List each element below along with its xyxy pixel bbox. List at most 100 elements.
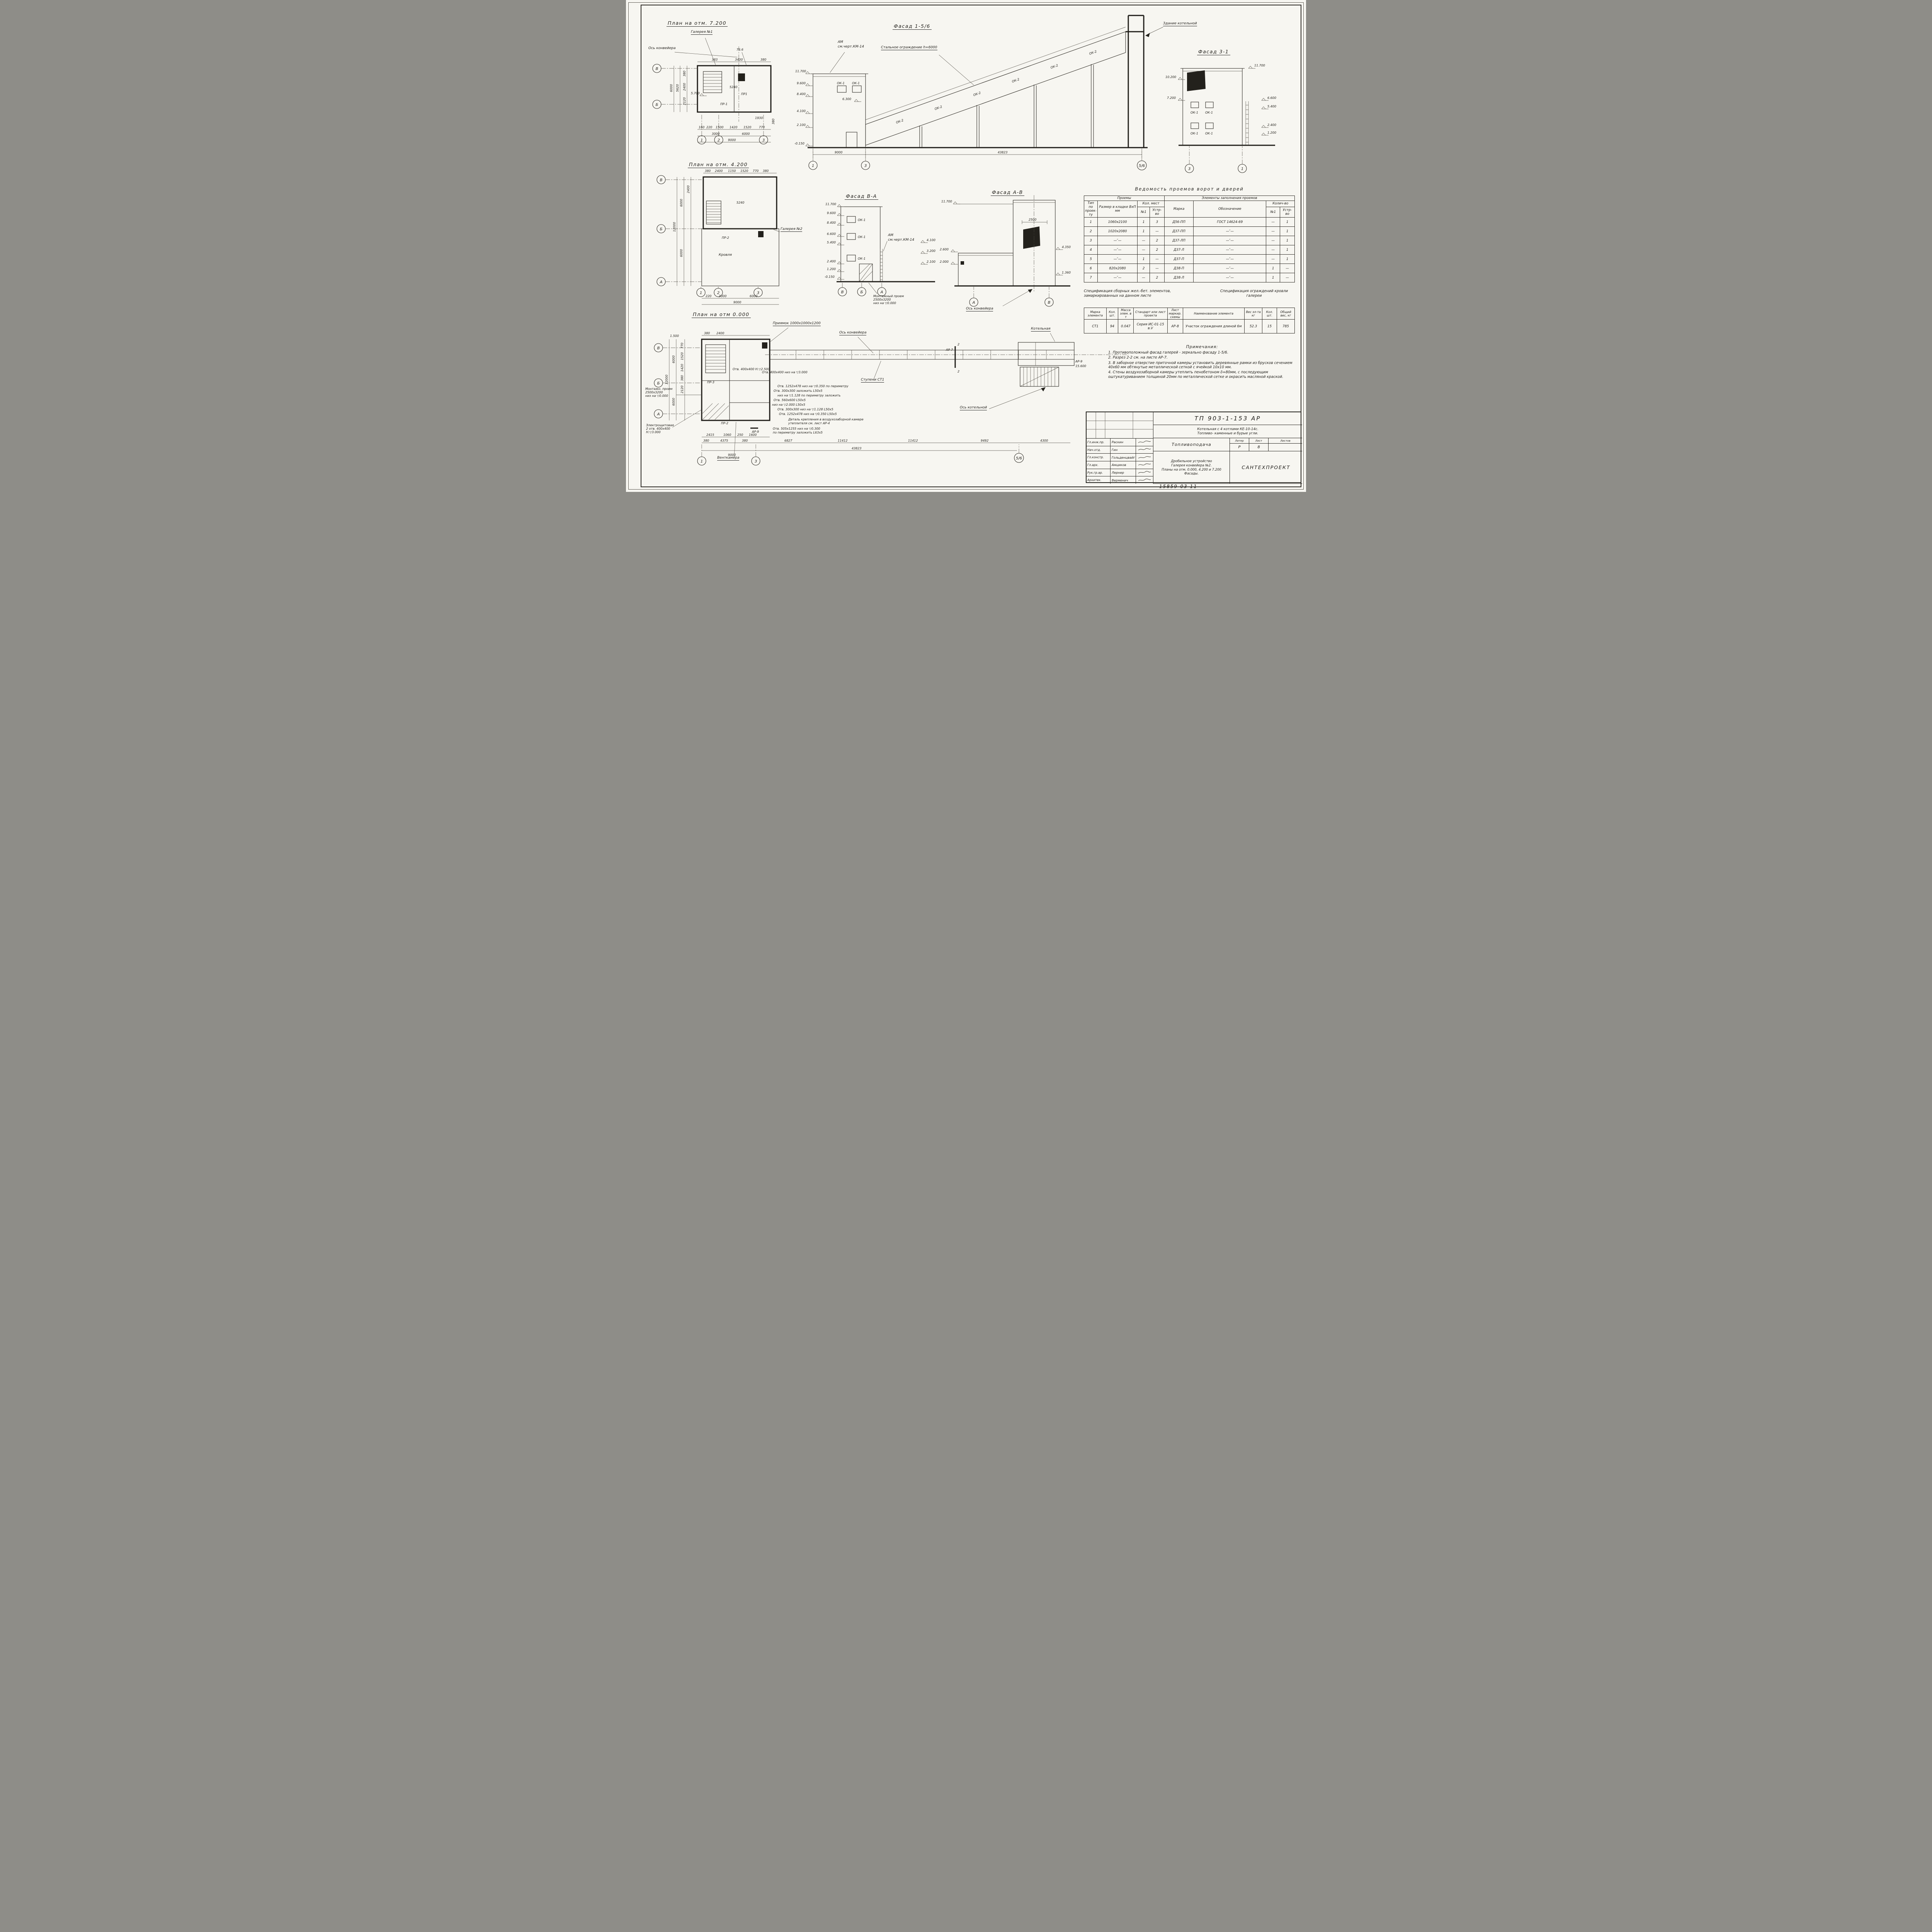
dim-label: 2400 (687, 185, 690, 193)
dim-label: 11412 (908, 439, 918, 442)
signature-mark (1136, 439, 1153, 446)
area-label: Кровля (719, 253, 732, 257)
signature-row: Нач.отд.Гин (1087, 446, 1153, 454)
column-header: Колич-во (1266, 201, 1295, 207)
opening-callout: Отв. 300х300 заложить L50х5 (774, 389, 823, 393)
axis-bubble-label: 1 (812, 164, 814, 168)
axis-bubble-label: Б (861, 290, 863, 294)
cell: — (1137, 236, 1150, 245)
column-header: Марка элемента (1084, 308, 1107, 320)
elevation-mark: 11.700 (941, 200, 952, 203)
cell: 6 (1084, 264, 1098, 273)
facade-1-56-title: Фасад 1-5/6 (893, 23, 932, 30)
signature-row: Архитек.Верменич (1087, 476, 1153, 484)
cell: 785 (1276, 319, 1295, 333)
signature-row: Гл.арх.Амциков (1087, 461, 1153, 469)
dim-label: 6000 (672, 355, 675, 363)
column-header: Лист маркир. схемы (1167, 308, 1183, 320)
window-label: ОК-1 (1190, 132, 1198, 135)
cell: Д37-ЛП (1164, 236, 1194, 245)
cell: Д37-Л (1164, 245, 1194, 255)
sheet-label: Лист (1249, 438, 1268, 444)
opening-callout: по периметру заложить L63х5 (773, 431, 823, 434)
column-header: Наименование элемента (1182, 308, 1245, 320)
elevation-mark: 11.700 (795, 70, 806, 73)
cell: —″— (1097, 254, 1138, 264)
dim-label: 6827 (784, 439, 793, 442)
window-label: ОК-1 (858, 235, 866, 239)
dim-label: 6000 (742, 132, 750, 136)
dim-label: 1500 (716, 126, 723, 129)
schedule-group-header: Проемы (1084, 196, 1165, 201)
conveyor-axis-label: Ось конвейера (839, 331, 867, 335)
am-ref-drawing-label: см.черт.КМ-14 (888, 238, 915, 242)
notes-block: Примечания: 1. Противоположный фасад гал… (1108, 345, 1296, 380)
column-header: Кол. мест (1137, 201, 1165, 207)
openings-schedule-table: Проемы Элементы заполнения проемов Тип п… (1084, 196, 1295, 282)
elevation-mark: 2.000 (940, 260, 949, 264)
dim-label: 1600 (749, 433, 757, 437)
dim-label: 12000 (673, 222, 676, 232)
cell: 2 (1137, 264, 1150, 273)
dim-label: 11412 (838, 439, 847, 442)
axis-bubble-label: В (656, 67, 658, 71)
opening-callout: Отв. 400х400 низ на ▽3.000 (762, 371, 808, 374)
person-name: Гин (1111, 446, 1136, 454)
cell: — (1266, 226, 1281, 236)
opening-callout: утеплителя см. лист АР-4 (788, 422, 830, 425)
column-header: Кол. шт. (1106, 308, 1118, 320)
plan-0000-drawing: 2 АР-7 2 АР-9 АР-9 15.600 Отв. 400х400 Н… (654, 327, 1128, 466)
dim-label: 2415 (706, 433, 714, 437)
electrical-room-callout: Электрощитовая 2 отв. 400х400 Н.▽3.000 (646, 423, 674, 434)
dim-label: 1930 (755, 116, 763, 120)
dim-label: 380 (703, 439, 709, 442)
window-label: ОК-1 (1205, 132, 1213, 135)
facade-av-title: Фасад А-В (991, 189, 1024, 196)
object-name: Котельная с 4 котлами КЕ-10-14с. Топливо… (1153, 425, 1302, 438)
cell: 1020х2080 (1097, 226, 1138, 236)
opening-callout: Отв. 1252х478 низ на ▽0.350 L50х5 (779, 412, 837, 416)
dim-label: 220 (706, 126, 712, 129)
column-header: Кол. шт. (1262, 308, 1277, 320)
elevation-mark: 2.100 (927, 260, 935, 264)
elevation-mark: 11.700 (825, 202, 836, 206)
opening-callout: низ на ▽1.128 по периметру заложить (777, 394, 841, 397)
cell: 1 (1280, 236, 1295, 245)
notes-title: Примечания: (1186, 345, 1218, 349)
dim-label: 3400 (735, 58, 743, 61)
cell: 5 (1084, 254, 1098, 264)
axis-bubble-label: Б (657, 381, 660, 386)
dim-label: 6000 (672, 398, 675, 406)
dim-label: 6000 (750, 294, 757, 298)
dim-label: 1150 (728, 169, 736, 173)
cell: —″— (1097, 245, 1138, 255)
dim-label: 380 (680, 375, 684, 381)
role-label: Рук.гр.ар. (1087, 469, 1111, 476)
dim-label: 2400 (683, 83, 686, 91)
dim-label: 4300 (1040, 439, 1048, 442)
cell: 2 (1149, 273, 1165, 282)
elevation-mark: 2.400 (827, 260, 836, 263)
cell: —″— (1193, 273, 1267, 282)
plan-7200-title: План на отм. 7.200 (667, 20, 728, 27)
archive-stamp-number: 15859-03 11 (1159, 484, 1197, 489)
signature-row: Гл.констр.Гольденцвайг (1087, 454, 1153, 462)
axis-bubble-label: 3 (755, 459, 757, 464)
column-subheader: Устр-во (1280, 206, 1295, 218)
axis-bubble-label: 1 (701, 459, 703, 464)
column-header: Масса элем. в т (1117, 308, 1134, 320)
role-label: Гл.констр. (1087, 454, 1111, 461)
section-mark: 2 (957, 343, 959, 346)
cell: ГОСТ 14624-69 (1193, 217, 1267, 227)
axis-bubble-label: В (657, 346, 660, 350)
dim-label: 1420 (680, 364, 684, 372)
dim-label: 9000 (835, 151, 842, 154)
window-label: ОК-2 (934, 105, 943, 111)
facade-va-drawing: ОК-1 ОК-1 ОК-1 11.700 9.600 8.400 6.600 … (825, 202, 935, 296)
dim-label: 2120 (683, 97, 686, 105)
elevation-mark: 5.700 (691, 92, 700, 95)
cell: СТ1 (1084, 319, 1107, 333)
am-ref-label: АМ (838, 40, 843, 44)
